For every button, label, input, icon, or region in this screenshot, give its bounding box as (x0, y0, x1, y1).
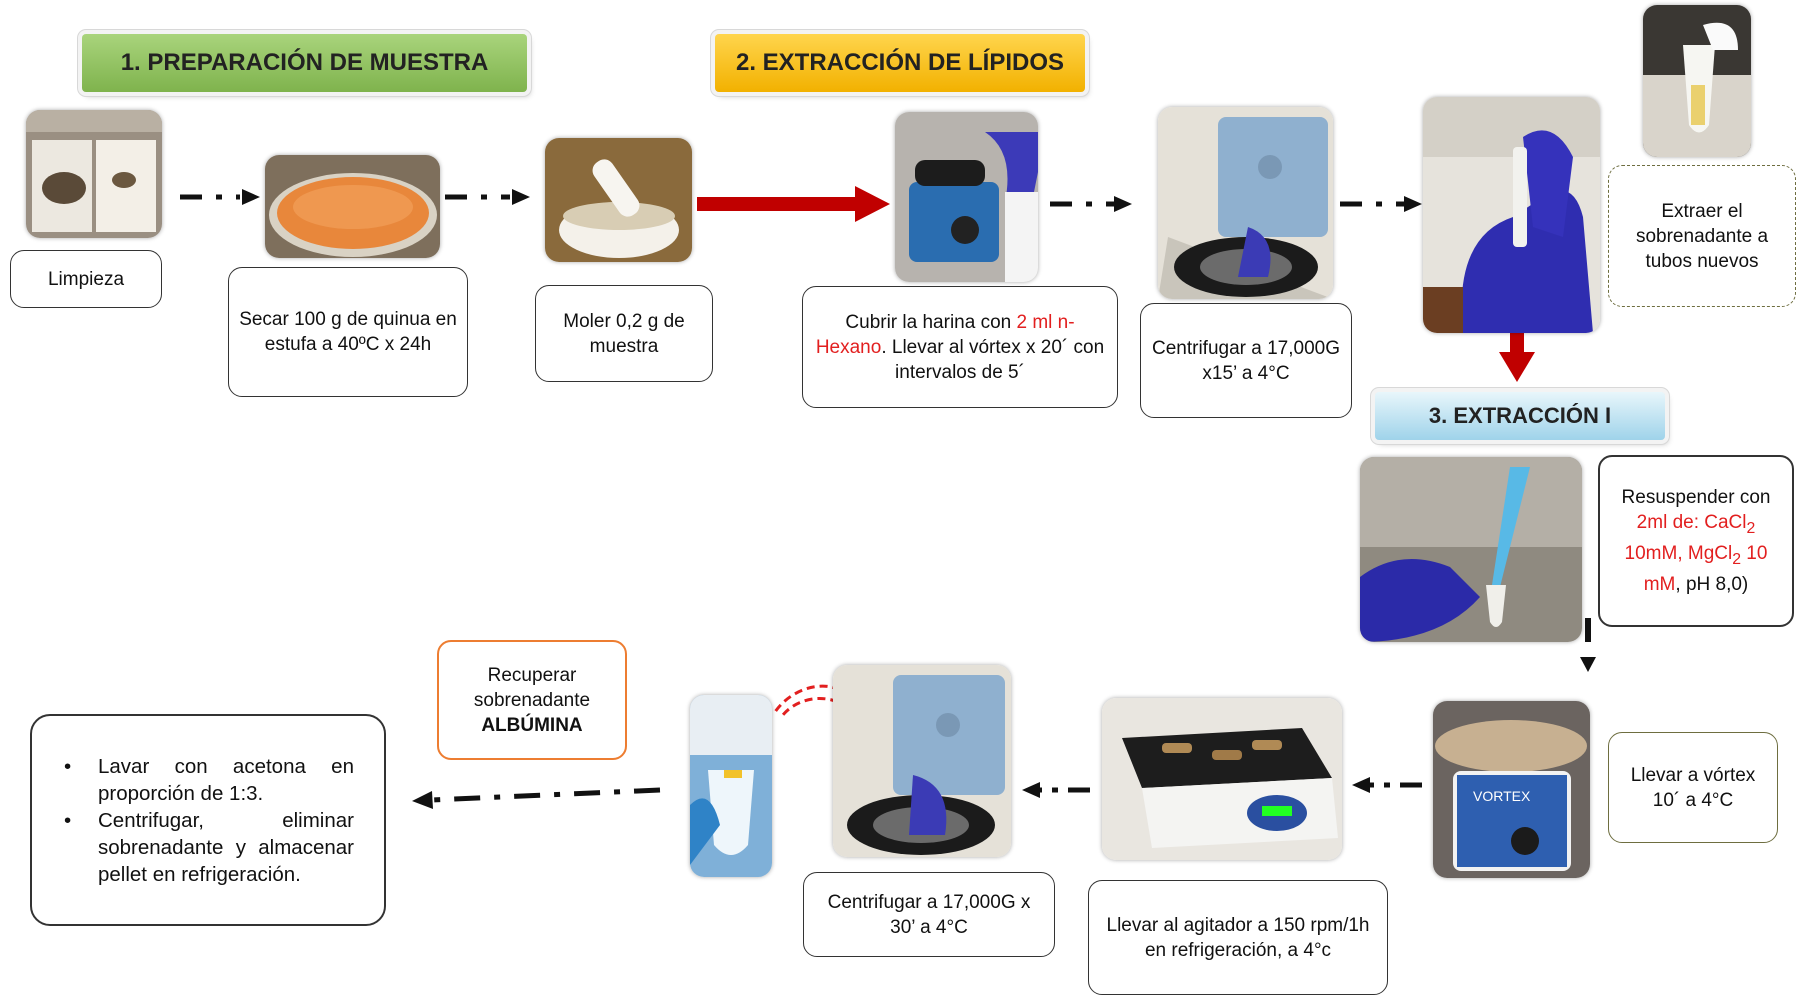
extraer-label: Extraer el sobrenadante a tubos nuevos (1635, 200, 1769, 272)
header-extraccion-i: 3. EXTRACCIÓN I (1375, 392, 1665, 440)
small-tube-photo (1643, 5, 1751, 157)
arrow-tube-final (412, 787, 661, 809)
drying-dish-photo (265, 155, 440, 258)
arrow-centrifuge-pipette (1340, 196, 1422, 212)
box-llevar-vortex: Llevar a vórtex 10´ a 4°C (1608, 732, 1778, 843)
vortex-label: Llevar a vórtex 10´ a 4°C (1630, 764, 1756, 811)
box-cubrir-harina: Cubrir la harina con 2 ml n-Hexano. Llev… (802, 286, 1118, 408)
svg-text:VORTEX: VORTEX (1473, 788, 1531, 804)
vortex-photo (895, 112, 1038, 282)
box-resuspender: Resuspender con 2ml de: CaCl2 10mM, MgCl… (1598, 455, 1794, 627)
arrow-down-red (1499, 333, 1535, 382)
resuspend-photo (1360, 457, 1582, 642)
quinoa-cleaning-photo (26, 110, 162, 238)
centrifuge-photo (1158, 107, 1333, 299)
centrifugar1-label: Centrifugar a 17,000G x15’ a 4°C (1151, 337, 1340, 384)
albumin-tube-photo (690, 695, 772, 877)
box-limpieza: Limpieza (10, 250, 162, 308)
arrow-resuspend-vortex (1580, 618, 1596, 672)
arrow-secar-moler (445, 189, 530, 205)
arrow-vortex-shaker (1352, 777, 1422, 793)
centrifuge-photo-2 (833, 665, 1011, 857)
arrow-limpieza-secar (180, 189, 260, 205)
albumina-label: ALBÚMINA (481, 714, 583, 736)
cubrir-label: Cubrir la harina con 2 ml n-Hexano. Llev… (815, 311, 1105, 383)
mortar-photo (545, 138, 692, 262)
final-steps-list: Lavar con acetona en proporción de 1:3. … (32, 753, 354, 888)
box-final-steps: Lavar con acetona en proporción de 1:3. … (30, 714, 386, 926)
limpieza-label: Limpieza (47, 268, 125, 290)
box-moler: Moler 0,2 g de muestra (535, 285, 713, 382)
agitador-label: Llevar al agitador a 150 rpm/1h en refri… (1106, 914, 1370, 961)
arrow-moler-vortex-red (697, 186, 890, 222)
recuperar-label: Recuperar sobrenadante (473, 664, 591, 711)
header-preparacion-muestra: 1. PREPARACIÓN DE MUESTRA (82, 34, 527, 92)
box-extraer-sobrenadante: Extraer el sobrenadante a tubos nuevos (1608, 165, 1796, 307)
resuspender-label: Resuspender con 2ml de: CaCl2 10mM, MgCl… (1621, 487, 1771, 595)
list-item: Centrifugar, eliminar sobrenadante y alm… (32, 807, 354, 888)
centrifugar2-label: Centrifugar a 17,000G x 30’ a 4°C (827, 891, 1031, 938)
header-extraccion-lipidos: 2. EXTRACCIÓN DE LÍPIDOS (715, 34, 1085, 92)
box-centrifugar-2: Centrifugar a 17,000G x 30’ a 4°C (803, 872, 1055, 957)
pipette-tube-photo (1423, 97, 1600, 333)
moler-label: Moler 0,2 g de muestra (563, 310, 685, 357)
secar-label: Secar 100 g de quinua en estufa a 40ºC x… (239, 309, 457, 355)
list-item: Lavar con acetona en proporción de 1:3. (32, 753, 354, 807)
arrow-vortex-centrifuge (1050, 196, 1132, 212)
vortex-genie-photo: VORTEX (1433, 701, 1590, 878)
shaker-photo (1102, 698, 1342, 860)
box-secar: Secar 100 g de quinua en estufa a 40ºC x… (228, 267, 468, 397)
box-recuperar-sobrenadante: Recuperar sobrenadante ALBÚMINA (437, 640, 627, 760)
box-agitador: Llevar al agitador a 150 rpm/1h en refri… (1088, 880, 1388, 995)
arrow-shaker-centrifuge (1022, 782, 1090, 798)
box-centrifugar-1: Centrifugar a 17,000G x15’ a 4°C (1140, 303, 1352, 418)
